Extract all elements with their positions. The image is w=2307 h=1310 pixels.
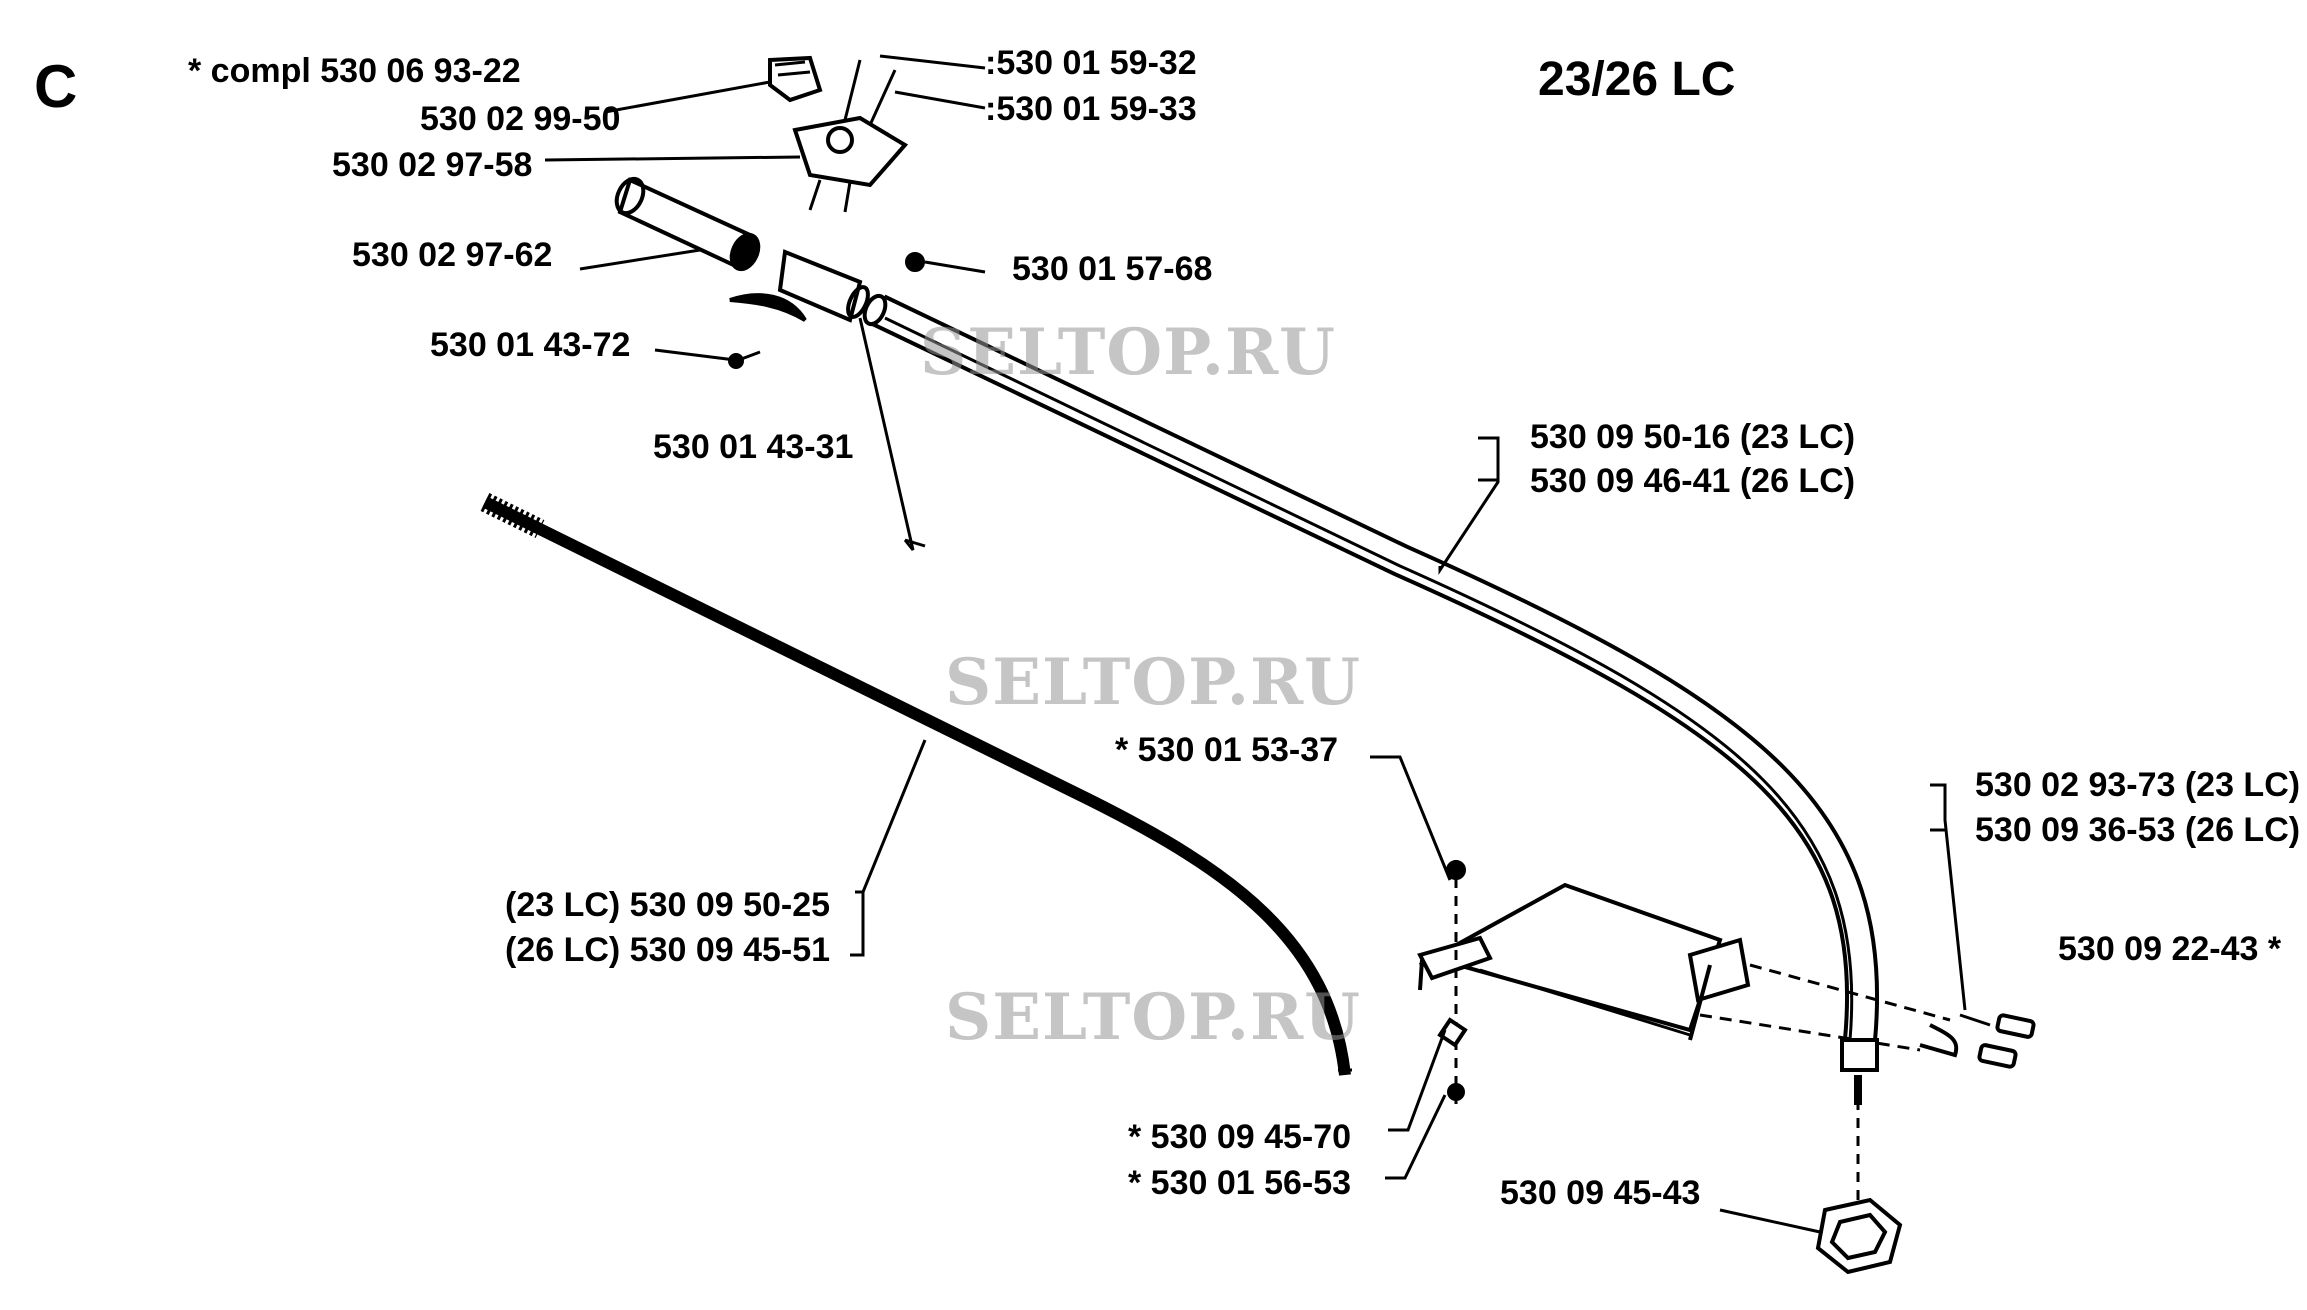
model-title: 23/26 LC (1538, 53, 1736, 106)
part-label-530092243: 530 09 22-43 * (2058, 930, 2282, 968)
part-label-530015933: :530 01 59-33 (985, 90, 1197, 128)
part-label-530014331: 530 01 43-31 (653, 428, 854, 466)
part-label-clamp-23lc: 530 02 93-73 (23 LC) (1975, 766, 2301, 804)
leader-lines (544, 54, 1991, 1234)
part-label-530014372: 530 01 43-72 (430, 326, 631, 364)
part-label-530015932: :530 01 59-32 (985, 44, 1197, 82)
part-label-compl: * compl 530 06 93-22 (188, 52, 521, 90)
watermark: SELTOP.RU (920, 315, 1336, 390)
handle-assembly (614, 55, 925, 369)
nut-icon (1815, 1197, 1903, 1275)
part-label-shaft-23lc: (23 LC) 530 09 50-25 (505, 886, 831, 924)
part-label-530015768: 530 01 57-68 (1012, 250, 1213, 288)
watermark: SELTOP.RU (945, 645, 1361, 720)
part-label-530029762: 530 02 97-62 (352, 236, 553, 274)
part-label-530029950: 530 02 99-50 (420, 100, 621, 138)
part-label-530015653: * 530 01 56-53 (1128, 1164, 1352, 1202)
flexible-drive-shaft (480, 493, 1352, 1076)
part-label-clamp-26lc: 530 09 36-53 (26 LC) (1975, 811, 2301, 849)
part-label-tube-23lc: 530 09 50-16 (23 LC) (1530, 418, 1856, 456)
support-bracket (1417, 860, 2036, 1250)
part-label-530094543: 530 09 45-43 (1500, 1174, 1701, 1212)
section-letter: C (34, 53, 78, 120)
watermark: SELTOP.RU (945, 980, 1361, 1055)
part-label-tube-26lc: 530 09 46-41 (26 LC) (1530, 462, 1856, 500)
part-label-530015337: * 530 01 53-37 (1115, 731, 1339, 769)
part-label-shaft-26lc: (26 LC) 530 09 45-51 (505, 931, 831, 969)
part-label-530094570: * 530 09 45-70 (1128, 1118, 1352, 1156)
drive-tube (862, 293, 1880, 1042)
part-label-530029758: 530 02 97-58 (332, 146, 533, 184)
